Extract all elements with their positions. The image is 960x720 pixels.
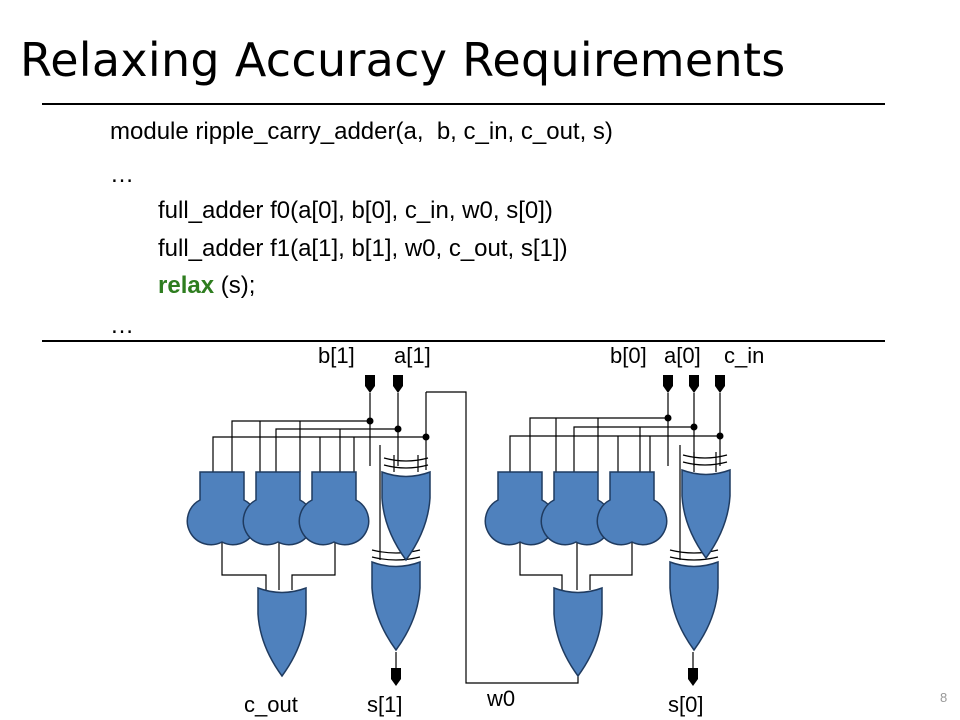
and-gate-f0-3: [596, 471, 668, 546]
label-a0: a[0]: [664, 343, 701, 368]
pin-s1-marker: [391, 668, 401, 686]
and-gate-f1-3: [298, 471, 370, 546]
pin-c-in-marker: [715, 375, 725, 393]
label-c-in: c_in: [724, 343, 765, 368]
pin-a0-marker: [689, 375, 699, 393]
code-line-ellipsis-top: …: [110, 161, 134, 188]
or-gate-f0-carry: [553, 587, 603, 677]
pin-s0-marker: [688, 668, 698, 686]
pin-b0-marker: [663, 375, 673, 393]
label-b1: b[1]: [318, 343, 355, 368]
code-line-f0: full_adder f0(a[0], b[0], c_in, w0, s[0]…: [158, 197, 553, 224]
relax-args: (s);: [214, 272, 256, 299]
xor-gate-f1-2: [371, 561, 421, 651]
page-number: 8: [940, 690, 948, 705]
code-line-f1: full_adder f1(a[1], b[1], w0, c_out, s[1…: [158, 235, 568, 262]
code-line-module: module ripple_carry_adder(a, b, c_in, c_…: [110, 118, 613, 145]
xor-gate-f0-2: [669, 561, 719, 651]
label-s1: s[1]: [367, 692, 403, 717]
full-adder-f1: [212, 375, 430, 668]
label-a1: a[1]: [394, 343, 431, 368]
label-c-out: c_out: [244, 692, 298, 717]
bottom-divider: [42, 340, 885, 342]
top-divider: [42, 103, 885, 105]
or-gate-f1-carry: [257, 587, 307, 677]
relax-keyword: relax: [158, 272, 215, 299]
xor-gate-f1-1: [381, 471, 431, 561]
label-s0: s[0]: [668, 692, 704, 717]
pin-a1-marker: [393, 375, 403, 393]
xor-gate-f0-1: [681, 469, 731, 559]
label-w0: w0: [487, 686, 516, 711]
label-b0: b[0]: [610, 343, 647, 368]
code-line-ellipsis-bottom: …: [110, 312, 134, 339]
code-line-relax: relax (s);: [158, 271, 255, 301]
pin-b1-marker: [365, 375, 375, 393]
slide-title: Relaxing Accuracy Requirements: [20, 33, 786, 87]
